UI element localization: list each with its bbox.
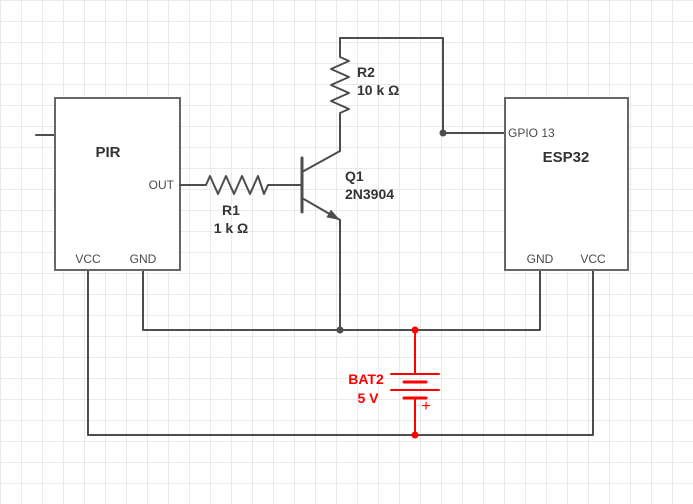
q1-part-label: 2N3904: [345, 186, 394, 202]
esp32-pin-gnd: GND: [527, 252, 554, 266]
pir-pin-gnd: GND: [130, 252, 157, 266]
component-r1[interactable]: R1 1 k Ω: [179, 175, 303, 236]
wire-vcc-rail: [87, 269, 594, 436]
wire-top-rail-to-gpio: [339, 37, 506, 134]
esp32-block-outline: [504, 97, 629, 271]
q1-emitter-arrow: [326, 209, 340, 220]
junction-dot-gpio: [439, 129, 447, 137]
component-pir[interactable]: PIR OUT VCC GND: [54, 97, 181, 271]
bat2-plus-sign: +: [421, 398, 430, 415]
component-esp32[interactable]: GPIO 13 ESP32 GND VCC: [504, 97, 629, 271]
q1-ref-label: Q1: [345, 168, 364, 184]
pir-pin-out: OUT: [149, 178, 175, 192]
component-q1[interactable]: Q1 2N3904: [300, 150, 394, 221]
esp32-title: ESP32: [543, 149, 590, 166]
esp32-pin-vcc: VCC: [580, 252, 606, 266]
pir-title: PIR: [95, 144, 120, 161]
component-bat2[interactable]: BAT2 5 V +: [348, 326, 440, 439]
bat2-ref-label: BAT2: [348, 371, 384, 387]
bat2-junction-dot-top: [411, 326, 419, 334]
r2-ref-label: R2: [357, 64, 375, 80]
junction-dot-emitter-ground: [336, 326, 344, 334]
r1-ref-label: R1: [222, 202, 240, 218]
esp32-pin-gpio13: GPIO 13: [508, 126, 555, 140]
component-r2[interactable]: R2 10 k Ω: [330, 37, 399, 152]
bat2-value-label: 5 V: [357, 390, 379, 406]
pir-block-outline: [54, 97, 181, 271]
r1-zigzag: [179, 175, 303, 195]
pir-pin-vcc: VCC: [75, 252, 101, 266]
bat2-junction-dot-bottom: [411, 431, 419, 439]
wire-ground-rail: [142, 269, 541, 331]
wires: [35, 37, 594, 436]
r1-value-label: 1 k Ω: [214, 220, 249, 236]
r2-zigzag: [330, 37, 350, 152]
r2-value-label: 10 k Ω: [357, 82, 399, 98]
q1-collector-line: [301, 150, 341, 173]
